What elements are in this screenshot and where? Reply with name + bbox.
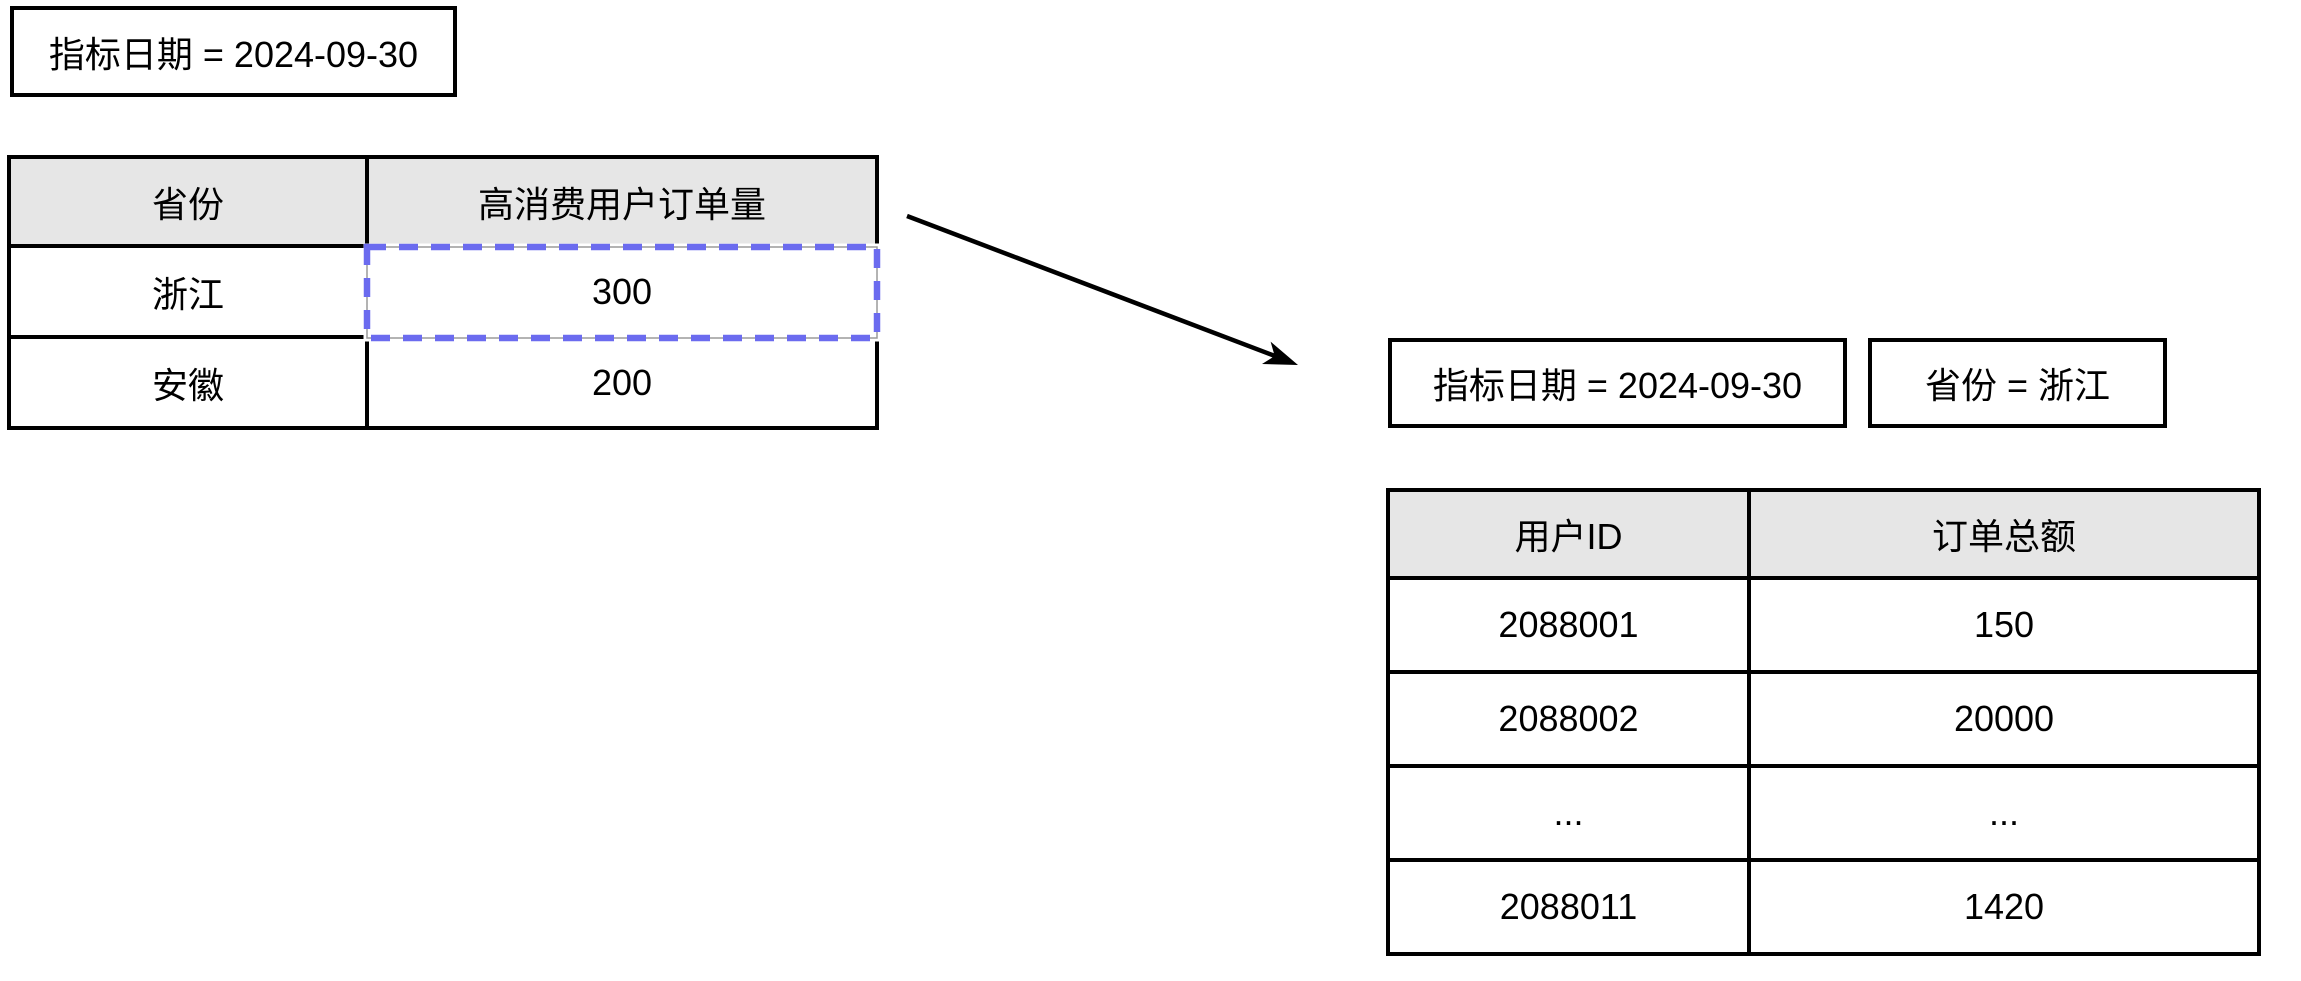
left-table-cell-value-highlighted: 300 (365, 244, 879, 339)
drilldown-arrow (906, 213, 1298, 365)
right-table-cell-total: 150 (1747, 576, 2261, 674)
user-orders-table: 用户ID 订单总额 2088001 150 2088002 20000 ... … (1386, 488, 2261, 956)
right-table-header-userid: 用户ID (1386, 488, 1751, 580)
metric-date-filter-label: 指标日期 = 2024-09-30 (1432, 365, 1803, 406)
left-table-header-province: 省份 (7, 155, 369, 248)
right-table-cell-total: 1420 (1747, 858, 2261, 956)
metric-date-filter-label: 指标日期 = 2024-09-30 (48, 33, 419, 75)
right-table-header-total: 订单总额 (1747, 488, 2261, 580)
table-row: 安徽 200 (7, 335, 879, 430)
right-table-cell-userid: 2088001 (1386, 576, 1751, 674)
right-table-cell-total: 20000 (1747, 670, 2261, 768)
table-header-row: 省份 高消费用户订单量 (7, 155, 879, 248)
right-table-cell-userid: 2088002 (1386, 670, 1751, 768)
table-row: 2088001 150 (1386, 576, 2261, 674)
province-orders-table: 省份 高消费用户订单量 浙江 300 安徽 200 (7, 155, 879, 430)
metric-date-filter-box: 指标日期 = 2024-09-30 (10, 6, 457, 97)
province-filter-label: 省份 = 浙江 (1924, 365, 2111, 406)
left-table-cell-province: 安徽 (7, 335, 369, 430)
province-filter-box: 省份 = 浙江 (1868, 338, 2167, 428)
right-table-cell-ellipsis: ... (1747, 764, 2261, 862)
left-table-header-orders: 高消费用户订单量 (365, 155, 879, 248)
table-row-ellipsis: ... ... (1386, 764, 2261, 862)
table-header-row: 用户ID 订单总额 (1386, 488, 2261, 580)
table-row: 2088011 1420 (1386, 858, 2261, 956)
right-table-cell-ellipsis: ... (1386, 764, 1751, 862)
table-row: 2088002 20000 (1386, 670, 2261, 768)
table-row: 浙江 300 (7, 244, 879, 339)
right-table-cell-userid: 2088011 (1386, 858, 1751, 956)
metric-date-filter-box-detail: 指标日期 = 2024-09-30 (1388, 338, 1847, 428)
left-table-cell-province: 浙江 (7, 244, 369, 339)
left-table-cell-value: 200 (365, 335, 879, 430)
